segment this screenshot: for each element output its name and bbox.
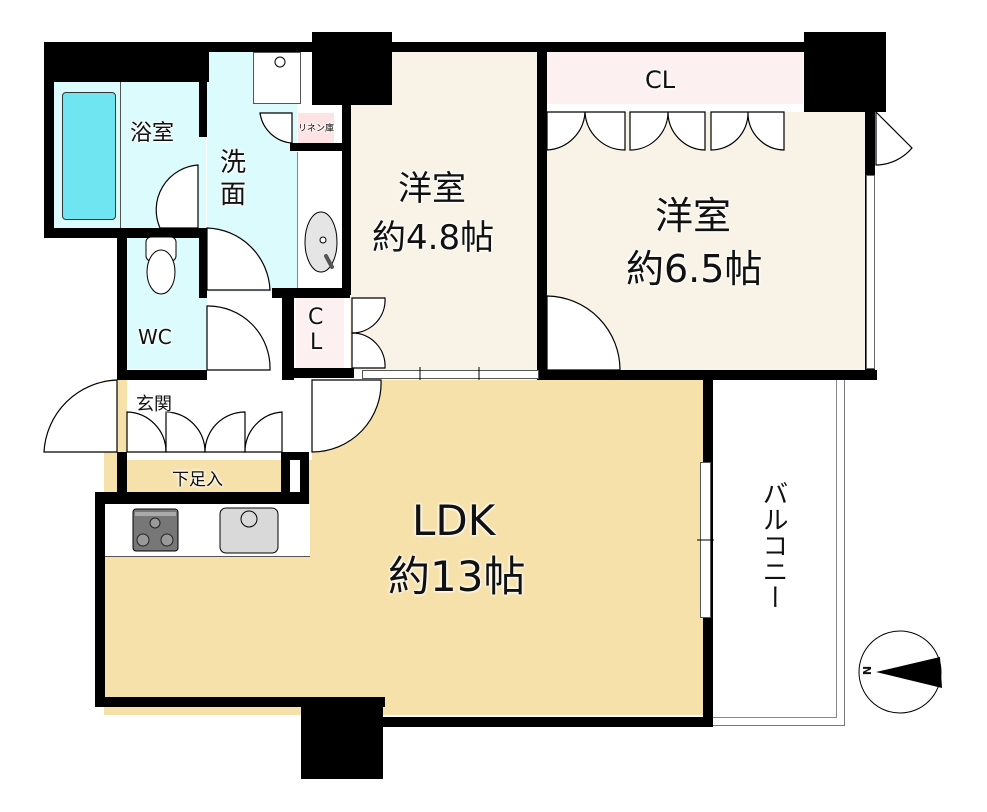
pillar-bottom: [301, 697, 383, 779]
wall-linen-bottom: [290, 143, 350, 151]
label-balcony: バルコニー: [758, 480, 788, 610]
linen-floor: [298, 113, 334, 143]
balcony-inner-line: [712, 380, 837, 718]
bathtub: [62, 92, 116, 220]
label-compass-north: N: [860, 665, 874, 676]
wall-ldk-bottom-left: [95, 697, 385, 707]
label-entrance: 玄関: [136, 394, 172, 415]
wall-washroom-right: [342, 105, 351, 295]
wall-wc-bottom: [117, 370, 207, 380]
label-bath: 浴室: [130, 121, 175, 146]
label-wc: WC: [138, 325, 172, 349]
label-western-small-size: 約4.8帖: [372, 218, 495, 258]
label-ldk-name: LDK: [412, 496, 496, 545]
wall-top-left: [44, 42, 209, 82]
label-closet-small-2: L: [310, 330, 323, 355]
wall-top-mid: [207, 42, 807, 52]
washbasin-icon: [304, 211, 338, 273]
shoe-box-gap: [290, 460, 300, 492]
balcony-outline: [712, 380, 845, 726]
label-western-large-size: 約6.5帖: [626, 247, 763, 291]
wall-closet-left: [282, 288, 294, 380]
sliding-door[interactable]: [362, 370, 539, 379]
pillar-top-right: [804, 32, 886, 112]
wall-closet-bottom: [282, 368, 354, 378]
stove-icon: [132, 508, 179, 552]
wall-bath-right: [199, 82, 207, 137]
label-washroom-1: 洗: [220, 148, 247, 178]
wall-kitchen-top: [95, 492, 309, 504]
closet-top-floor: [547, 52, 803, 104]
wall-bath-left: [44, 42, 54, 238]
pillar-top-mid: [312, 32, 392, 105]
compass-icon: [858, 630, 942, 714]
wall-wc-left: [117, 228, 127, 373]
label-shoe-box: 下足入: [172, 470, 223, 490]
label-linen: リネン庫: [298, 124, 335, 134]
label-closet-small-1: C: [308, 305, 324, 330]
toilet-icon: [145, 236, 177, 295]
sink-icon: [219, 507, 279, 554]
wall-shoe-left: [117, 452, 127, 502]
wall-wc-right: [199, 228, 207, 298]
western-small-floor: [350, 52, 538, 370]
closet-small-floor: [296, 298, 344, 368]
label-closet-top: CL: [645, 66, 676, 94]
window-western-right: [866, 175, 875, 369]
wall-ldk-bottom: [383, 717, 713, 727]
wall-rooms-bottom: [537, 370, 877, 380]
label-western-small-name: 洋室: [398, 169, 466, 209]
wall-rooms-divider: [537, 42, 547, 380]
wall-washroom-bottom: [272, 288, 350, 298]
bath-tub-surround: [54, 82, 121, 228]
label-western-large-name: 洋室: [655, 194, 732, 238]
label-ldk-size: 約13帖: [388, 552, 526, 601]
label-washroom-2: 面: [220, 180, 247, 210]
washer-space: [253, 52, 301, 104]
wall-ldk-left: [95, 492, 105, 707]
